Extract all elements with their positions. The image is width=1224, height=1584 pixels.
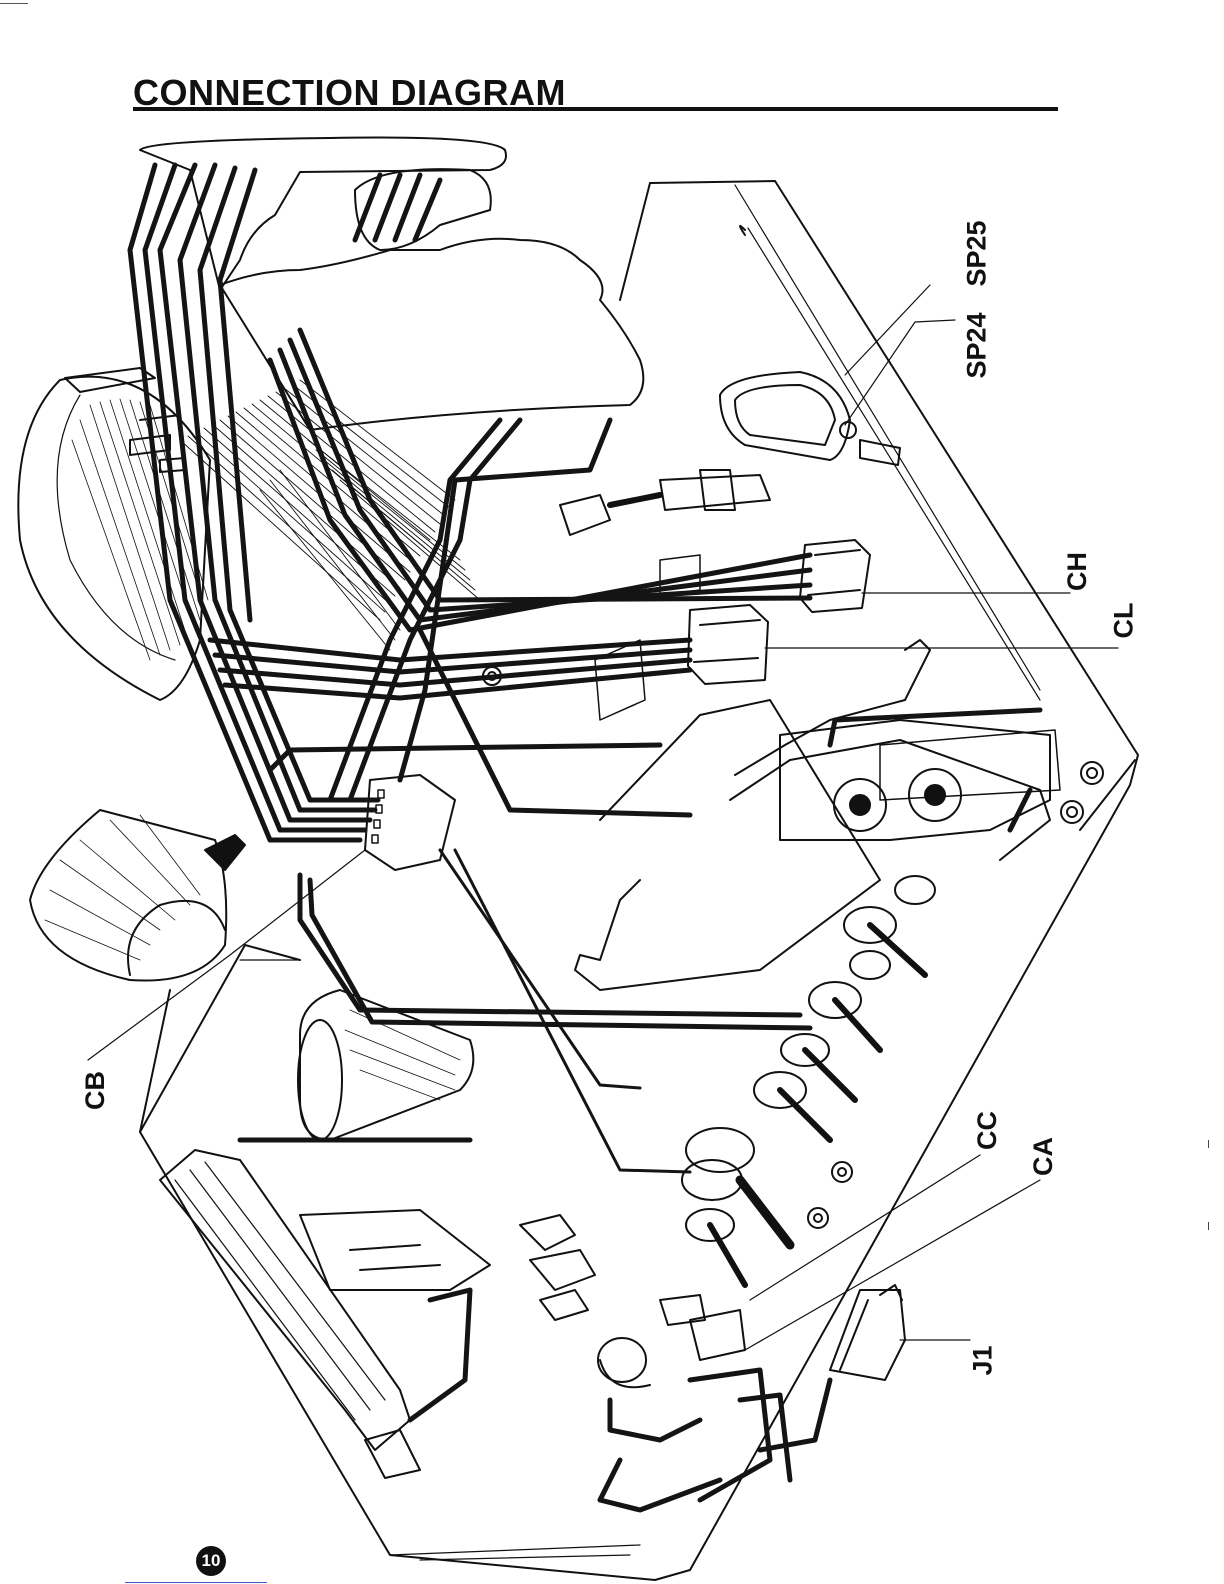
footer-rule xyxy=(125,1582,267,1583)
edge-tick xyxy=(1208,1222,1209,1230)
page-number: 10 xyxy=(196,1546,226,1576)
label-cb: CB xyxy=(80,1071,111,1110)
label-sp25: SP25 xyxy=(962,220,993,286)
loom-cover xyxy=(140,138,643,431)
label-sp24: SP24 xyxy=(962,312,993,378)
leader-cc xyxy=(750,1155,980,1300)
mounting-nuts xyxy=(483,667,1103,1228)
connector-cl xyxy=(688,605,768,684)
wire-harness xyxy=(130,165,1040,1510)
switch-clips xyxy=(520,1215,745,1360)
edge-tick xyxy=(1208,1140,1209,1148)
label-cc: CC xyxy=(972,1111,1003,1150)
label-ch: CH xyxy=(1062,552,1093,591)
connector-ch xyxy=(800,540,870,612)
leader-ca xyxy=(745,1180,1040,1350)
bracket-sp xyxy=(720,372,900,465)
control-knobs xyxy=(780,720,1060,840)
tuning-assembly xyxy=(160,1150,490,1478)
leader-sp24 xyxy=(845,320,955,425)
label-ca: CA xyxy=(1028,1137,1059,1176)
label-j1: J1 xyxy=(968,1345,999,1375)
dial-lamp xyxy=(30,810,245,981)
label-cl: CL xyxy=(1109,603,1140,639)
potentiometers xyxy=(682,876,935,1285)
small-capacitor xyxy=(598,1338,650,1387)
connector-cb xyxy=(365,775,455,870)
